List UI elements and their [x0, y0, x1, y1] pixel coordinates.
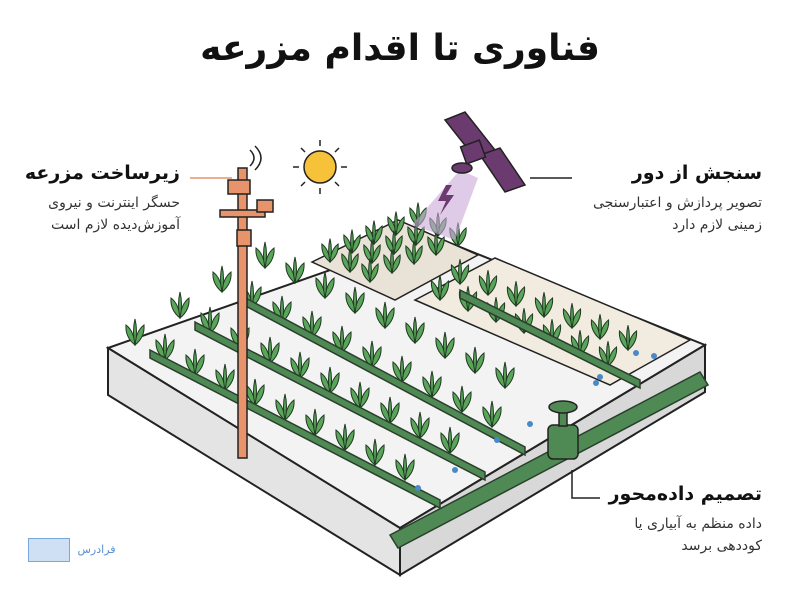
remote-sensing-heading: سنجش از دور [631, 162, 762, 184]
crop-plant-icon [452, 385, 472, 414]
crop-plant-icon [365, 438, 385, 467]
crop-plant-icon [430, 275, 450, 302]
crop-plant-icon [383, 249, 401, 275]
crop-plant-icon [380, 396, 400, 425]
remote-sensing-body: تصویر پردازش و اعتبارسنجی زمینی لازم دار… [562, 192, 762, 236]
crop-plant-icon [495, 361, 515, 390]
crop-plant-icon [385, 230, 403, 256]
lightning-icon [438, 185, 454, 215]
crop-plant-icon [341, 248, 359, 274]
crop-plant-icon [320, 366, 340, 395]
page-title: فناوری تا اقدام مزرعه [200, 28, 600, 69]
data-driven-body-line2: کوددهی برسد [681, 538, 762, 554]
crop-plant-icon [405, 240, 423, 266]
infrastructure-body: حسگر اینترنت و نیروی آموزش‌دیده لازم است [10, 192, 180, 236]
crop-plant-icon [590, 314, 610, 341]
crop-plant-icon [618, 325, 638, 352]
crop-plant-icon [275, 393, 295, 422]
crop-plant-icon [363, 239, 381, 265]
data-driven-body-line1: داده منظم به آبیاری یا [634, 516, 762, 532]
crop-plant-icon [410, 411, 430, 440]
crop-plant-icon [365, 220, 383, 246]
crop-plant-icon [427, 231, 445, 257]
crop-plant-icon [435, 331, 455, 360]
remote-sensing-callout: سنجش از دور تصویر پردازش و اعتبارسنجی زم… [562, 162, 762, 236]
infrastructure-body-line1: حسگر اینترنت و نیروی [48, 195, 180, 211]
crop-rows [125, 202, 638, 482]
brand-logo: فرادرس [28, 538, 116, 562]
crop-plant-icon [387, 211, 405, 237]
crop-plant-icon [260, 336, 280, 365]
data-driven-heading: تصمیم داده‌محور [608, 483, 762, 505]
crop-plant-icon [450, 259, 470, 286]
crop-plant-icon [170, 291, 190, 320]
crop-plant-icon [345, 286, 365, 315]
remote-sensing-body-line2: زمینی لازم دارد [672, 217, 762, 233]
crop-plant-icon [362, 340, 382, 369]
leader-data [571, 470, 600, 499]
crop-plant-icon [562, 303, 582, 330]
crop-plant-icon [375, 301, 395, 330]
crop-plant-icon [392, 355, 412, 384]
irrigation-pipes [149, 288, 710, 549]
crop-plant-icon [155, 333, 175, 362]
crop-plant-icon [125, 318, 145, 347]
crop-plant-icon [440, 426, 460, 455]
crop-plant-icon [422, 370, 442, 399]
branch-pipe-4 [459, 288, 641, 390]
crop-plant-icon [482, 400, 502, 429]
crop-plant-icon [290, 351, 310, 380]
crop-plant-icon [350, 381, 370, 410]
valve-icon [547, 400, 579, 460]
sensor-tower-icon [219, 145, 274, 459]
crop-plant-icon [212, 265, 232, 294]
crop-plant-icon [506, 281, 526, 308]
branch-pipe-1 [149, 348, 441, 510]
satellite-icon [443, 111, 527, 193]
crop-plant-icon [598, 341, 618, 368]
crop-plant-icon [285, 256, 305, 285]
crop-plant-icon [465, 346, 485, 375]
data-driven-body: داده منظم به آبیاری یا کوددهی برسد [562, 513, 762, 557]
crop-plant-icon [534, 292, 554, 319]
brand-logo-text: فرادرس [77, 543, 116, 556]
infrastructure-body-line2: آموزش‌دیده لازم است [51, 217, 180, 233]
crop-plant-icon [478, 270, 498, 297]
sun-icon [293, 140, 347, 194]
crop-plant-icon [315, 271, 335, 300]
crop-plant-icon [255, 241, 275, 270]
crop-plant-icon [361, 258, 379, 284]
book-icon [28, 538, 70, 562]
water-drops [415, 350, 657, 491]
main-pipe [388, 371, 710, 549]
crop-plant-icon [335, 423, 355, 452]
infrastructure-callout: زیرساخت مزرعه حسگر اینترنت و نیروی آموزش… [10, 162, 180, 236]
crop-plant-icon [185, 348, 205, 377]
crop-plant-icon [215, 363, 235, 392]
infrastructure-heading: زیرساخت مزرعه [24, 162, 180, 184]
branch-pipe-2 [194, 320, 486, 482]
remote-sensing-body-line1: تصویر پردازش و اعتبارسنجی [593, 195, 762, 211]
crop-plant-icon [305, 408, 325, 437]
data-driven-callout: تصمیم داده‌محور داده منظم به آبیاری یا ک… [562, 483, 762, 557]
crop-plant-icon [321, 238, 339, 264]
crop-plant-icon [405, 316, 425, 345]
crop-plant-icon [395, 453, 415, 482]
